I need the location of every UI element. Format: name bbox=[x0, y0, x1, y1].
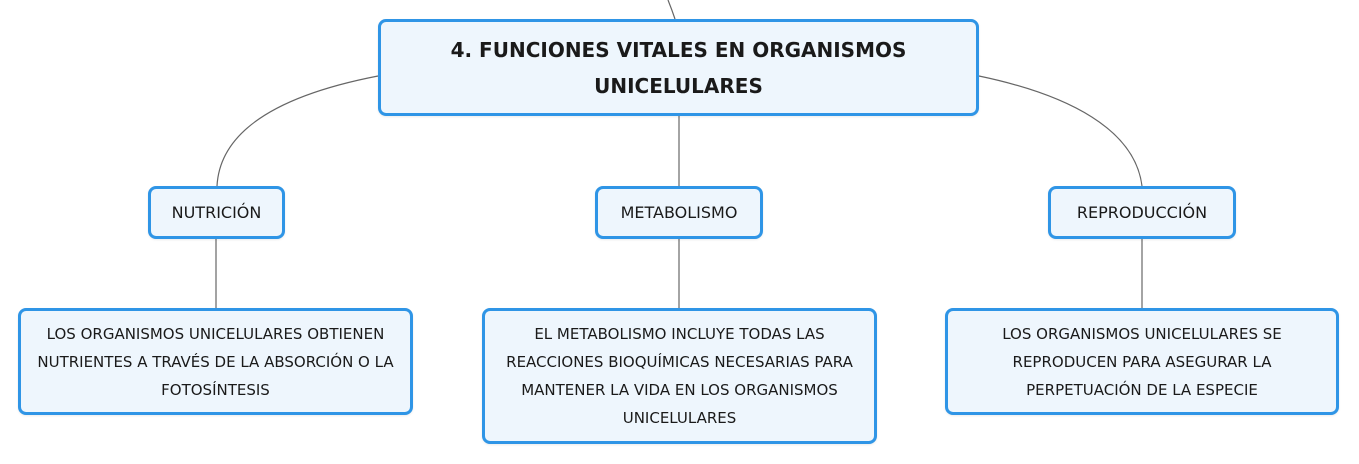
root-topic[interactable]: 4. FUNCIONES VITALES EN ORGANISMOS UNICE… bbox=[378, 19, 979, 116]
subtopic-nutricion-text: LOS ORGANISMOS UNICELULARES OBTIENEN NUT… bbox=[37, 324, 394, 399]
connector-root-reproduccion bbox=[978, 75, 1143, 187]
topic-reproduccion-label: REPRODUCCIÓN bbox=[1076, 203, 1208, 222]
topic-metabolismo[interactable]: METABOLISMO bbox=[595, 186, 763, 239]
topic-nutricion-label: NUTRICIÓN bbox=[171, 203, 262, 222]
connector-parent bbox=[667, 0, 676, 20]
subtopic-nutricion-detail[interactable]: LOS ORGANISMOS UNICELULARES OBTIENEN NUT… bbox=[18, 308, 413, 415]
subtopic-metabolismo-detail[interactable]: EL METABOLISMO INCLUYE TODAS LAS REACCIO… bbox=[482, 308, 877, 444]
root-topic-label: 4. FUNCIONES VITALES EN ORGANISMOS UNICE… bbox=[450, 37, 907, 98]
subtopic-reproduccion-text: LOS ORGANISMOS UNICELULARES SE REPRODUCE… bbox=[1002, 324, 1282, 399]
subtopic-reproduccion-detail[interactable]: LOS ORGANISMOS UNICELULARES SE REPRODUCE… bbox=[945, 308, 1339, 415]
subtopic-metabolismo-text: EL METABOLISMO INCLUYE TODAS LAS REACCIO… bbox=[506, 325, 853, 427]
topic-metabolismo-label: METABOLISMO bbox=[620, 203, 738, 222]
connector-root-nutricion bbox=[216, 75, 379, 187]
topic-nutricion[interactable]: NUTRICIÓN bbox=[148, 186, 285, 239]
topic-reproduccion[interactable]: REPRODUCCIÓN bbox=[1048, 186, 1236, 239]
